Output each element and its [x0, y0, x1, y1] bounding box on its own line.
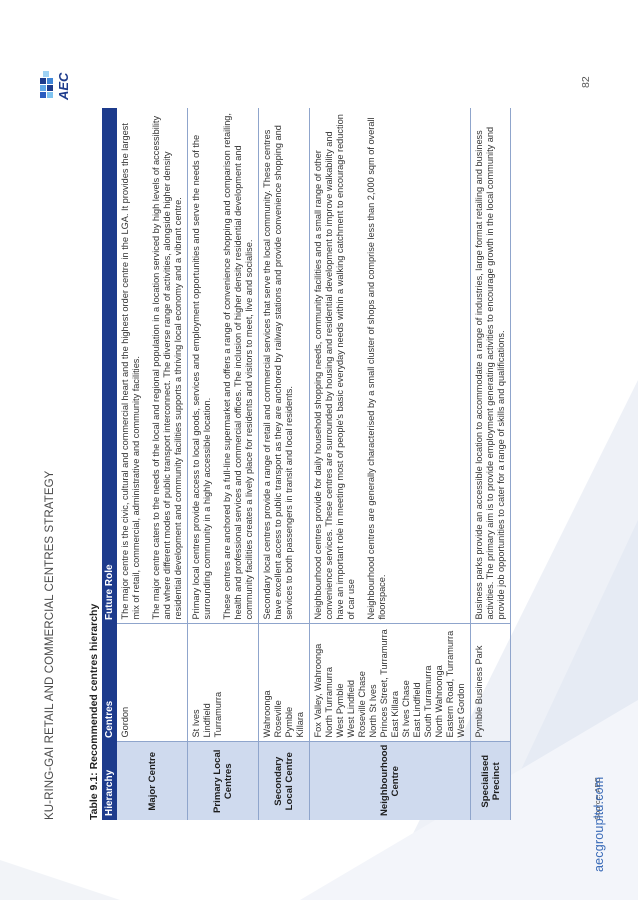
aec-logo: AEC [38, 44, 74, 100]
future-role-paragraph: Neighbourhood centres are generally char… [366, 117, 387, 620]
table-header-row: Hierarchy Centres Future Role [102, 108, 117, 820]
centre-name: Wahroonga [262, 690, 272, 738]
centre-name: East Killara [390, 691, 400, 738]
logo-text: AEC [56, 72, 71, 100]
centre-name: Roseville Chase [357, 671, 367, 738]
centre-name: Eastern Road, Turramurra [445, 630, 455, 738]
centre-name: St Ives [191, 709, 201, 738]
centre-name: North St Ives [368, 684, 378, 738]
table-row: Specialised Precinct Pymble Business Park… [470, 108, 511, 820]
future-role-paragraph: These centres are anchored by a full-lin… [222, 113, 254, 620]
centre-name: South Turramurra [423, 665, 433, 738]
centre-name: Fox Valley, Wahroonga [313, 643, 323, 738]
centres-cell: Gordon [117, 624, 188, 742]
future-role-paragraph: Secondary local centres provide a range … [262, 125, 294, 620]
hierarchy-cell: Primary Local Centres [187, 742, 259, 820]
centre-name: Killara [295, 711, 305, 738]
column-header-hierarchy: Hierarchy [102, 742, 117, 820]
document-header-title: KU-RING-GAI RETAIL AND COMMERCIAL CENTRE… [44, 470, 56, 820]
centre-name: East Lindfield [412, 682, 422, 738]
future-role-cell: Primary local centres provide access to … [187, 108, 259, 624]
future-role-paragraph: Primary local centres provide access to … [191, 134, 212, 620]
centre-name: West Pymble [335, 683, 345, 738]
future-role-paragraph: Business parks provide an accessible loc… [474, 126, 506, 620]
table-caption: Table 9.1: Recommended centres hierarchy [88, 603, 100, 820]
hierarchy-cell: Secondary Local Centre [258, 742, 310, 820]
future-role-paragraph: Neighbourhood centres provide for daily … [313, 114, 356, 620]
future-role-cell: Neighbourhood centres provide for daily … [309, 108, 471, 624]
hierarchy-cell: Neighbourhood Centre [309, 742, 471, 820]
future-role-cell: Secondary local centres provide a range … [258, 108, 310, 624]
centre-name: North Wahroonga [434, 665, 444, 738]
centre-name: North Turramurra [324, 667, 334, 738]
centre-name: West Gordon [456, 683, 466, 738]
centre-name: Turramurra [213, 691, 223, 738]
footer-url-link[interactable]: aecgroupltd.com [592, 776, 606, 872]
future-role-cell: The major centre is the civic, cultural … [117, 108, 188, 624]
centres-cell: Pymble Business Park [470, 624, 511, 742]
centre-name: Princes Street, Turramurra [379, 629, 389, 738]
centre-name: Pymble [284, 706, 294, 738]
future-role-cell: Business parks provide an accessible loc… [470, 108, 511, 624]
table-body: Major Centre Gordon The major centre is th… [117, 108, 511, 820]
column-header-future-role: Future Role [102, 108, 117, 624]
centres-hierarchy-table: Hierarchy Centres Future Role Major Cent… [102, 108, 511, 820]
logo-mark-icon [40, 71, 53, 98]
future-role-paragraph: The major centre caters to the needs of … [151, 115, 183, 620]
hierarchy-cell: Major Centre [117, 742, 188, 820]
hierarchy-cell: Specialised Precinct [470, 742, 511, 820]
table-row: Major Centre Gordon The major centre is th… [117, 108, 188, 820]
centre-name: West Lindfield [346, 679, 356, 738]
centre-name: Gordon [120, 706, 130, 738]
centre-name: Pymble Business Park [474, 645, 484, 738]
page-number: 82 [580, 76, 592, 88]
centre-name: Lindfield [202, 703, 212, 738]
centre-name: Roseville [273, 700, 283, 738]
future-role-paragraph: The major centre is the civic, cultural … [120, 123, 141, 620]
column-header-centres: Centres [102, 624, 117, 742]
centre-name: St Ives Chase [401, 680, 411, 738]
